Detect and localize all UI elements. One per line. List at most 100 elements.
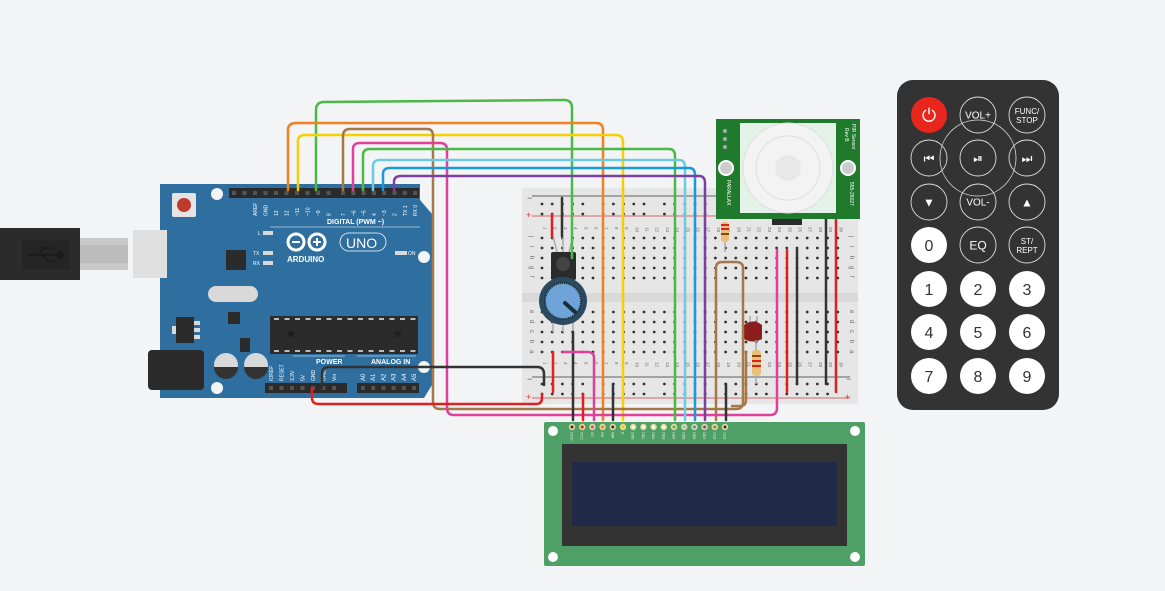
breadboard-hole[interactable] (550, 340, 554, 344)
rail-hole[interactable] (765, 392, 768, 396)
breadboard-hole[interactable] (632, 276, 636, 280)
breadboard-hole[interactable] (581, 330, 585, 334)
breadboard-hole[interactable] (642, 266, 646, 270)
breadboard-hole[interactable] (642, 340, 646, 344)
header-pin[interactable] (402, 191, 407, 195)
rail-hole[interactable] (642, 212, 646, 216)
header-pin[interactable] (382, 191, 387, 195)
breadboard-hole[interactable] (754, 310, 758, 314)
breadboard-hole[interactable] (591, 256, 595, 260)
rail-hole[interactable] (540, 212, 544, 216)
header-pin[interactable] (341, 191, 345, 195)
breadboard-hole[interactable] (591, 236, 595, 240)
rail-hole[interactable] (765, 382, 768, 386)
breadboard-hole[interactable] (765, 246, 768, 250)
breadboard-hole[interactable] (540, 320, 544, 324)
breadboard-hole[interactable] (612, 266, 615, 270)
power-pin[interactable] (321, 386, 326, 390)
breadboard-hole[interactable] (805, 276, 809, 280)
breadboard-hole[interactable] (642, 276, 646, 280)
breadboard-hole[interactable] (734, 350, 738, 354)
breadboard-hole[interactable] (632, 266, 636, 270)
breadboard-hole[interactable] (612, 320, 615, 324)
breadboard-hole[interactable] (724, 320, 727, 324)
wire-pink-v0[interactable] (561, 350, 596, 422)
power-pin[interactable] (290, 386, 294, 390)
breadboard-hole[interactable] (561, 340, 564, 344)
breadboard-hole[interactable] (724, 266, 727, 270)
remote-button-one[interactable]: 1 (911, 271, 947, 307)
breadboard-hole[interactable] (612, 276, 615, 280)
breadboard-hole[interactable] (632, 350, 636, 354)
breadboard-hole[interactable] (663, 266, 666, 270)
breadboard-hole[interactable] (652, 236, 656, 240)
breadboard-hole[interactable] (816, 320, 819, 324)
header-pin[interactable] (371, 191, 376, 195)
breadboard-hole[interactable] (663, 340, 666, 344)
breadboard-hole[interactable] (581, 340, 585, 344)
breadboard-hole[interactable] (652, 350, 656, 354)
breadboard-hole[interactable] (663, 320, 666, 324)
breadboard-hole[interactable] (734, 340, 738, 344)
breadboard-hole[interactable] (785, 246, 789, 250)
breadboard-hole[interactable] (632, 256, 636, 260)
rail-hole[interactable] (561, 392, 564, 396)
breadboard-hole[interactable] (612, 256, 615, 260)
remote-button-next[interactable]: ⏭ (1008, 139, 1046, 177)
breadboard-hole[interactable] (591, 246, 595, 250)
breadboard-hole[interactable] (765, 276, 768, 280)
rail-hole[interactable] (805, 382, 809, 386)
breadboard-hole[interactable] (663, 330, 666, 334)
breadboard-hole[interactable] (652, 340, 656, 344)
remote-button-st-rept[interactable]: ST/REPT (1008, 226, 1046, 264)
breadboard-hole[interactable] (775, 246, 778, 250)
breadboard-hole[interactable] (724, 350, 727, 354)
breadboard-hole[interactable] (591, 266, 595, 270)
analog-pin[interactable] (371, 386, 376, 390)
rail-hole[interactable] (632, 392, 636, 396)
breadboard-hole[interactable] (652, 310, 656, 314)
breadboard-hole[interactable] (744, 320, 748, 324)
breadboard-hole[interactable] (734, 256, 738, 260)
breadboard-hole[interactable] (765, 236, 768, 240)
rail-hole[interactable] (612, 202, 615, 206)
breadboard-hole[interactable] (754, 276, 758, 280)
rail-hole[interactable] (550, 202, 554, 206)
pir-sensor[interactable]: PARALLAX PIR Sensor Rev B 555-28027 (716, 119, 860, 225)
breadboard-hole[interactable] (540, 330, 544, 334)
remote-button-vol-up[interactable]: VOL+ (959, 96, 997, 134)
header-pin[interactable] (305, 191, 310, 195)
breadboard-hole[interactable] (663, 310, 666, 314)
breadboard-hole[interactable] (540, 256, 544, 260)
breadboard-hole[interactable] (744, 340, 748, 344)
remote-button-up[interactable]: ▲ (1008, 183, 1046, 221)
remote-button-func-stop[interactable]: FUNC/STOP (1008, 96, 1046, 134)
header-pin[interactable] (326, 191, 331, 195)
breadboard-hole[interactable] (540, 350, 544, 354)
breadboard-hole[interactable] (724, 310, 727, 314)
rail-hole[interactable] (581, 382, 585, 386)
wire-blue-pin3[interactable] (381, 166, 697, 422)
rail-hole[interactable] (612, 212, 615, 216)
rail-hole[interactable] (581, 202, 585, 206)
remote-button-eq[interactable]: EQ (959, 226, 997, 264)
breadboard-hole[interactable] (805, 330, 809, 334)
rail-hole[interactable] (642, 202, 646, 206)
rail-hole[interactable] (561, 382, 564, 386)
breadboard-hole[interactable] (744, 246, 748, 250)
breadboard-hole[interactable] (663, 246, 666, 250)
breadboard-hole[interactable] (540, 236, 544, 240)
rail-hole[interactable] (785, 392, 789, 396)
breadboard-hole[interactable] (642, 330, 646, 334)
breadboard-hole[interactable] (754, 246, 758, 250)
breadboard-hole[interactable] (612, 330, 615, 334)
breadboard-hole[interactable] (642, 246, 646, 250)
breadboard-hole[interactable] (816, 236, 819, 240)
wire-cyan-pin4[interactable] (371, 158, 687, 422)
breadboard-hole[interactable] (663, 350, 666, 354)
rail-hole[interactable] (581, 212, 585, 216)
wire-green-pin5[interactable] (361, 147, 677, 422)
analog-pin[interactable] (381, 386, 386, 390)
breadboard-hole[interactable] (581, 246, 585, 250)
